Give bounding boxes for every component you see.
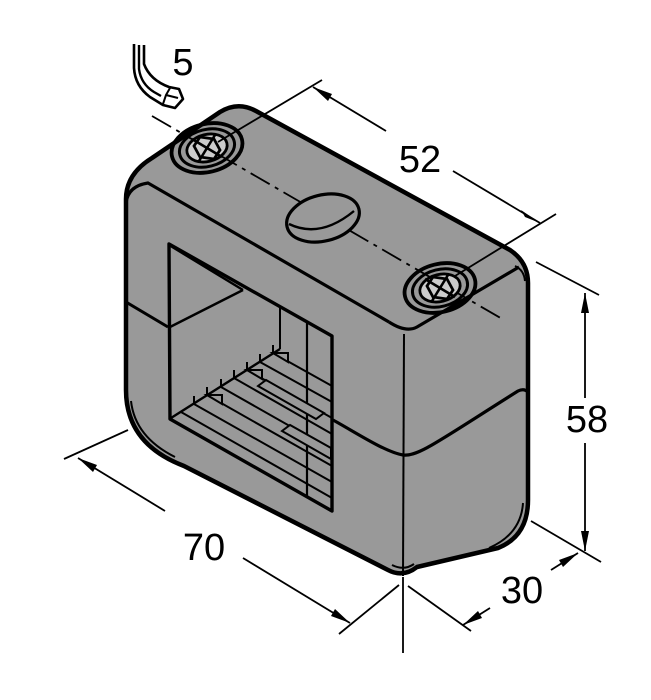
- center-hole: [285, 192, 361, 244]
- extension-line: [338, 584, 400, 635]
- mounting-screw-bottom: [402, 261, 478, 315]
- extension-line: [217, 79, 323, 143]
- extension-line: [535, 261, 600, 296]
- clamp-split-seam: [125, 300, 530, 457]
- dimension-label-52: 52: [399, 139, 441, 181]
- mounting-screw-top: [169, 121, 245, 175]
- serration-teeth: [203, 352, 332, 461]
- dimension-label-70: 70: [183, 527, 225, 569]
- clamp-window-opening: [167, 242, 334, 513]
- dimension-line-70: [242, 557, 351, 624]
- dimension-arrowheads: [78, 87, 589, 625]
- dimension-label-30: 30: [501, 570, 543, 612]
- extension-line: [454, 213, 557, 277]
- extension-line: [530, 520, 602, 563]
- hex-key-icon: [132, 44, 185, 110]
- dimension-label-58: 58: [566, 399, 608, 441]
- floor-smooth-patch: [256, 378, 326, 421]
- extension-line: [63, 429, 129, 460]
- floor-smooth-patch: [280, 423, 332, 461]
- extension-line: [407, 585, 472, 632]
- hex-key-size-label: 5: [172, 42, 193, 84]
